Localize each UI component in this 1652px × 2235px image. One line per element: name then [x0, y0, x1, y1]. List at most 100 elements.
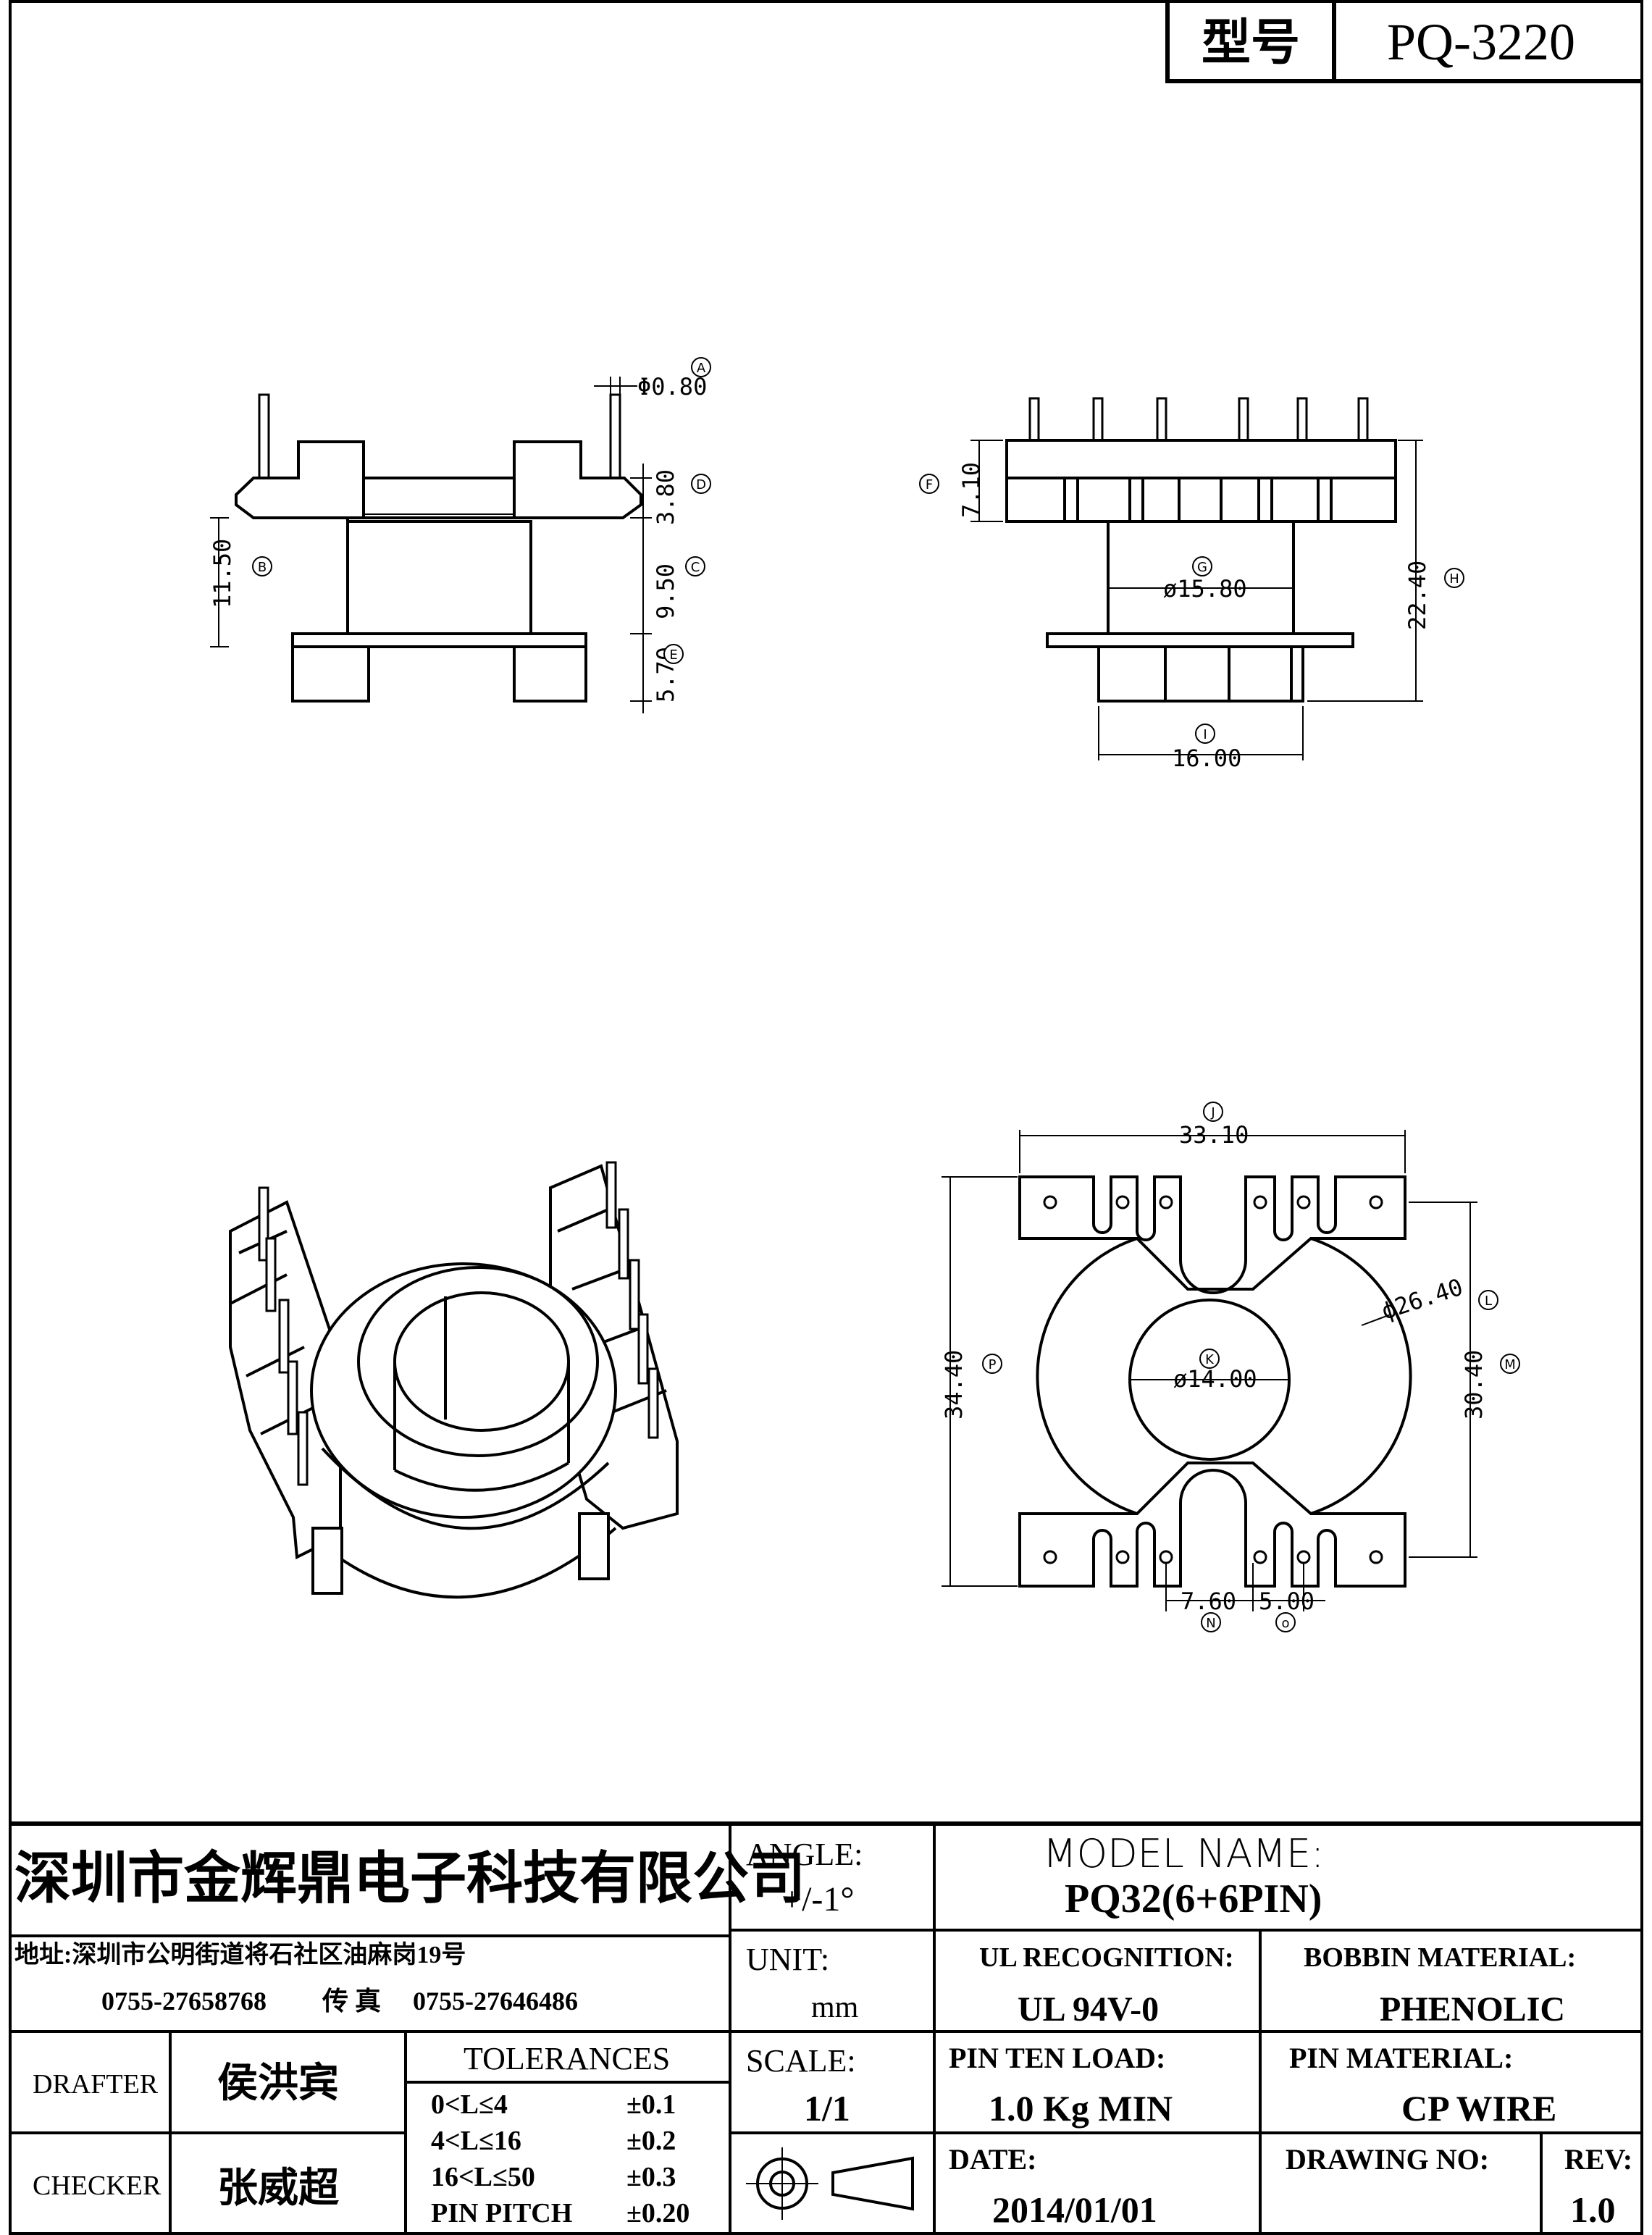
dim-7-10: 7.10 — [957, 462, 985, 518]
tol-range-2: 4<L≤16 — [431, 2126, 521, 2156]
company-phone: 0755-27658768 — [101, 1987, 267, 2016]
bottom-center-hole — [1128, 1299, 1291, 1461]
side-view: 11.50 3.80 9.50 5.70 Φ0.80 A B C D E — [209, 357, 711, 713]
side-foot-left — [291, 645, 370, 703]
projection-symbol-icon — [746, 2147, 914, 2220]
svg-text:H: H — [1449, 571, 1459, 587]
iso-center-tube — [393, 1291, 570, 1432]
bottom-view: 33.10 34.40 30.40 ϕ26.40 ø14.00 7.60 5.0… — [940, 1102, 1520, 1632]
dim-34-40: 34.40 — [940, 1350, 968, 1420]
marker-n: N — [1201, 1612, 1221, 1632]
tol-range-1: 0<L≤4 — [431, 2089, 508, 2120]
marker-g: G — [1192, 556, 1212, 576]
pin-material-value: CP WIRE — [1401, 2088, 1556, 2129]
angle-value: +/-1° — [782, 1880, 855, 1919]
marker-m: M — [1500, 1354, 1520, 1374]
dim-pin-dia: Φ0.80 — [637, 373, 707, 401]
tol-value-2: ±0.2 — [626, 2126, 676, 2156]
marker-a: A — [691, 357, 711, 377]
svg-text:P: P — [989, 1357, 997, 1372]
side-top-flange — [235, 440, 642, 519]
tol-range-3: 16<L≤50 — [431, 2162, 535, 2192]
fax-label: 传 真 — [322, 1987, 381, 2016]
side-bottom-flange — [291, 632, 587, 648]
dim-26-40: ϕ26.40 — [1378, 1273, 1467, 1325]
marker-o: o — [1275, 1612, 1296, 1632]
marker-h: H — [1444, 568, 1464, 588]
side-pin-left — [258, 393, 270, 479]
side-pin-right — [609, 393, 621, 479]
front-bottom-flange — [1046, 632, 1354, 648]
svg-text:I: I — [1203, 727, 1207, 742]
drawing-no-label: DRAWING NO: — [1286, 2143, 1489, 2176]
front-view: 7.10 22.40 ø15.80 16.00 F G H I — [919, 397, 1464, 772]
svg-text:C: C — [691, 560, 700, 575]
dim-9-50: 9.50 — [652, 563, 679, 619]
marker-f: F — [919, 474, 939, 494]
marker-p: P — [982, 1354, 1002, 1374]
svg-text:K: K — [1205, 1352, 1215, 1367]
checker-label: CHECKER — [33, 2171, 162, 2201]
pin-material-label: PIN MATERIAL: — [1289, 2042, 1513, 2074]
pin-load-value: 1.0 Kg MIN — [989, 2088, 1173, 2129]
tol-value-4: ±0.20 — [626, 2198, 689, 2228]
date-value: 2014/01/01 — [992, 2189, 1157, 2230]
marker-l: L — [1478, 1290, 1498, 1310]
marker-b: B — [252, 556, 272, 576]
svg-text:o: o — [1281, 1616, 1289, 1631]
unit-label: UNIT: — [746, 1942, 829, 1977]
marker-d: D — [691, 474, 711, 494]
svg-text:G: G — [1197, 560, 1207, 575]
dim-33-10: 33.10 — [1179, 1121, 1249, 1149]
svg-text:E: E — [669, 647, 677, 663]
svg-text:B: B — [258, 560, 267, 575]
model-header-value: PQ-3220 — [1387, 13, 1575, 71]
bobbin-label: BOBBIN MATERIAL: — [1304, 1942, 1576, 1973]
bottom-bottom-plate — [1018, 1462, 1406, 1588]
svg-text:M: M — [1504, 1357, 1516, 1372]
marker-j: J — [1203, 1102, 1223, 1122]
scale-label: SCALE: — [746, 2043, 856, 2079]
svg-text:N: N — [1206, 1616, 1215, 1631]
model-header-box: 型号 PQ-3220 — [1165, 1, 1643, 83]
angle-label: ANGLE: — [746, 1837, 863, 1872]
dim-14-00: ø14.00 — [1173, 1365, 1257, 1393]
tol-value-3: ±0.3 — [626, 2162, 676, 2192]
dim-5-00: 5.00 — [1259, 1588, 1315, 1615]
company-fax: 0755-27646486 — [413, 1987, 578, 2016]
pin-load-label: PIN TEN LOAD: — [949, 2042, 1165, 2074]
company-name: 深圳市金辉鼎电子科技有限公司 — [14, 1847, 805, 1910]
title-block: 深圳市金辉鼎电子科技有限公司 地址:深圳市公明街道将石社区油麻岗19号 0755… — [10, 1821, 1643, 2235]
model-name-label: MODEL NAME: — [1043, 1831, 1324, 1877]
ul-value: UL 94V-0 — [1018, 1990, 1159, 2029]
drafter-value: 侯洪宾 — [217, 2061, 339, 2106]
svg-text:L: L — [1485, 1293, 1492, 1309]
marker-k: K — [1199, 1349, 1220, 1369]
bobbin-value: PHENOLIC — [1380, 1990, 1565, 2029]
unit-value: mm — [811, 1991, 859, 2024]
rev-label: REV: — [1564, 2143, 1632, 2176]
dim-30-40: 30.40 — [1460, 1350, 1488, 1420]
rev-value: 1.0 — [1570, 2189, 1616, 2230]
dim-11-50: 11.50 — [209, 539, 236, 608]
ul-label: UL RECOGNITION: — [979, 1942, 1234, 1973]
checker-value: 张威超 — [217, 2166, 340, 2211]
page-border — [9, 0, 1643, 2235]
svg-text:D: D — [696, 477, 706, 492]
tolerances-label: TOLERANCES — [464, 2041, 670, 2076]
marker-i: I — [1195, 724, 1215, 744]
svg-text:J: J — [1210, 1105, 1215, 1120]
isometric-view — [229, 1161, 679, 1599]
tolerance-rows: 0<L≤4 ±0.1 4<L≤16 ±0.2 16<L≤50 ±0.3 PIN … — [431, 2089, 689, 2228]
side-core-tube — [346, 520, 532, 635]
dim-15-80: ø15.80 — [1163, 575, 1247, 603]
model-header-label: 型号 — [1202, 15, 1300, 70]
date-label: DATE: — [949, 2143, 1036, 2176]
svg-text:F: F — [926, 477, 933, 492]
front-base — [1097, 645, 1304, 703]
marker-c: C — [685, 556, 705, 576]
company-address: 地址:深圳市公明街道将石社区油麻岗19号 — [14, 1940, 466, 1968]
tol-range-4: PIN PITCH — [431, 2198, 572, 2228]
dim-22-40: 22.40 — [1404, 561, 1431, 630]
